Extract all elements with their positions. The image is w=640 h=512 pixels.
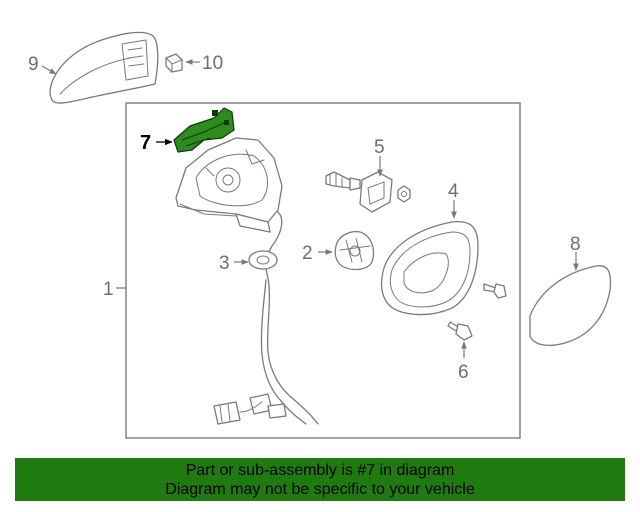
mirror-base-housing[interactable] <box>175 137 283 233</box>
callout-8: 8 <box>570 234 581 255</box>
callout-1: 1 <box>103 279 114 300</box>
part-7-mirror-bracket[interactable] <box>173 107 235 153</box>
callout-6: 6 <box>458 362 469 383</box>
parts-diagram: 1 2 3 4 5 6 7 8 9 10 <box>28 31 612 439</box>
callout-5: 5 <box>374 137 385 158</box>
part-3-wire-harness[interactable] <box>213 211 319 425</box>
callout-9: 9 <box>28 54 39 75</box>
part-8-outer-glass[interactable] <box>529 265 612 347</box>
part-4-mirror-glass[interactable] <box>380 220 479 316</box>
callout-4: 4 <box>448 181 459 202</box>
part-9-mirror-cover[interactable] <box>49 31 159 104</box>
part-6-screw[interactable] <box>447 321 473 341</box>
banner-line-disclaimer: Diagram may not be specific to your vehi… <box>165 481 475 498</box>
callout-2: 2 <box>302 243 313 264</box>
part-2-adjuster-disc[interactable] <box>334 230 375 271</box>
leader-lines <box>41 59 579 358</box>
assembly-frame <box>125 102 521 439</box>
banner-line-part: Part or sub-assembly is #7 in diagram <box>185 462 455 479</box>
callout-10: 10 <box>202 53 223 74</box>
screw-right[interactable] <box>483 283 507 299</box>
info-banner: Part or sub-assembly is #7 in diagram Di… <box>15 458 625 501</box>
part-5-mounting-bracket[interactable] <box>325 171 411 213</box>
callout-3: 3 <box>219 253 230 274</box>
part-10-clip[interactable] <box>165 53 183 73</box>
callout-7[interactable]: 7 <box>140 132 151 154</box>
